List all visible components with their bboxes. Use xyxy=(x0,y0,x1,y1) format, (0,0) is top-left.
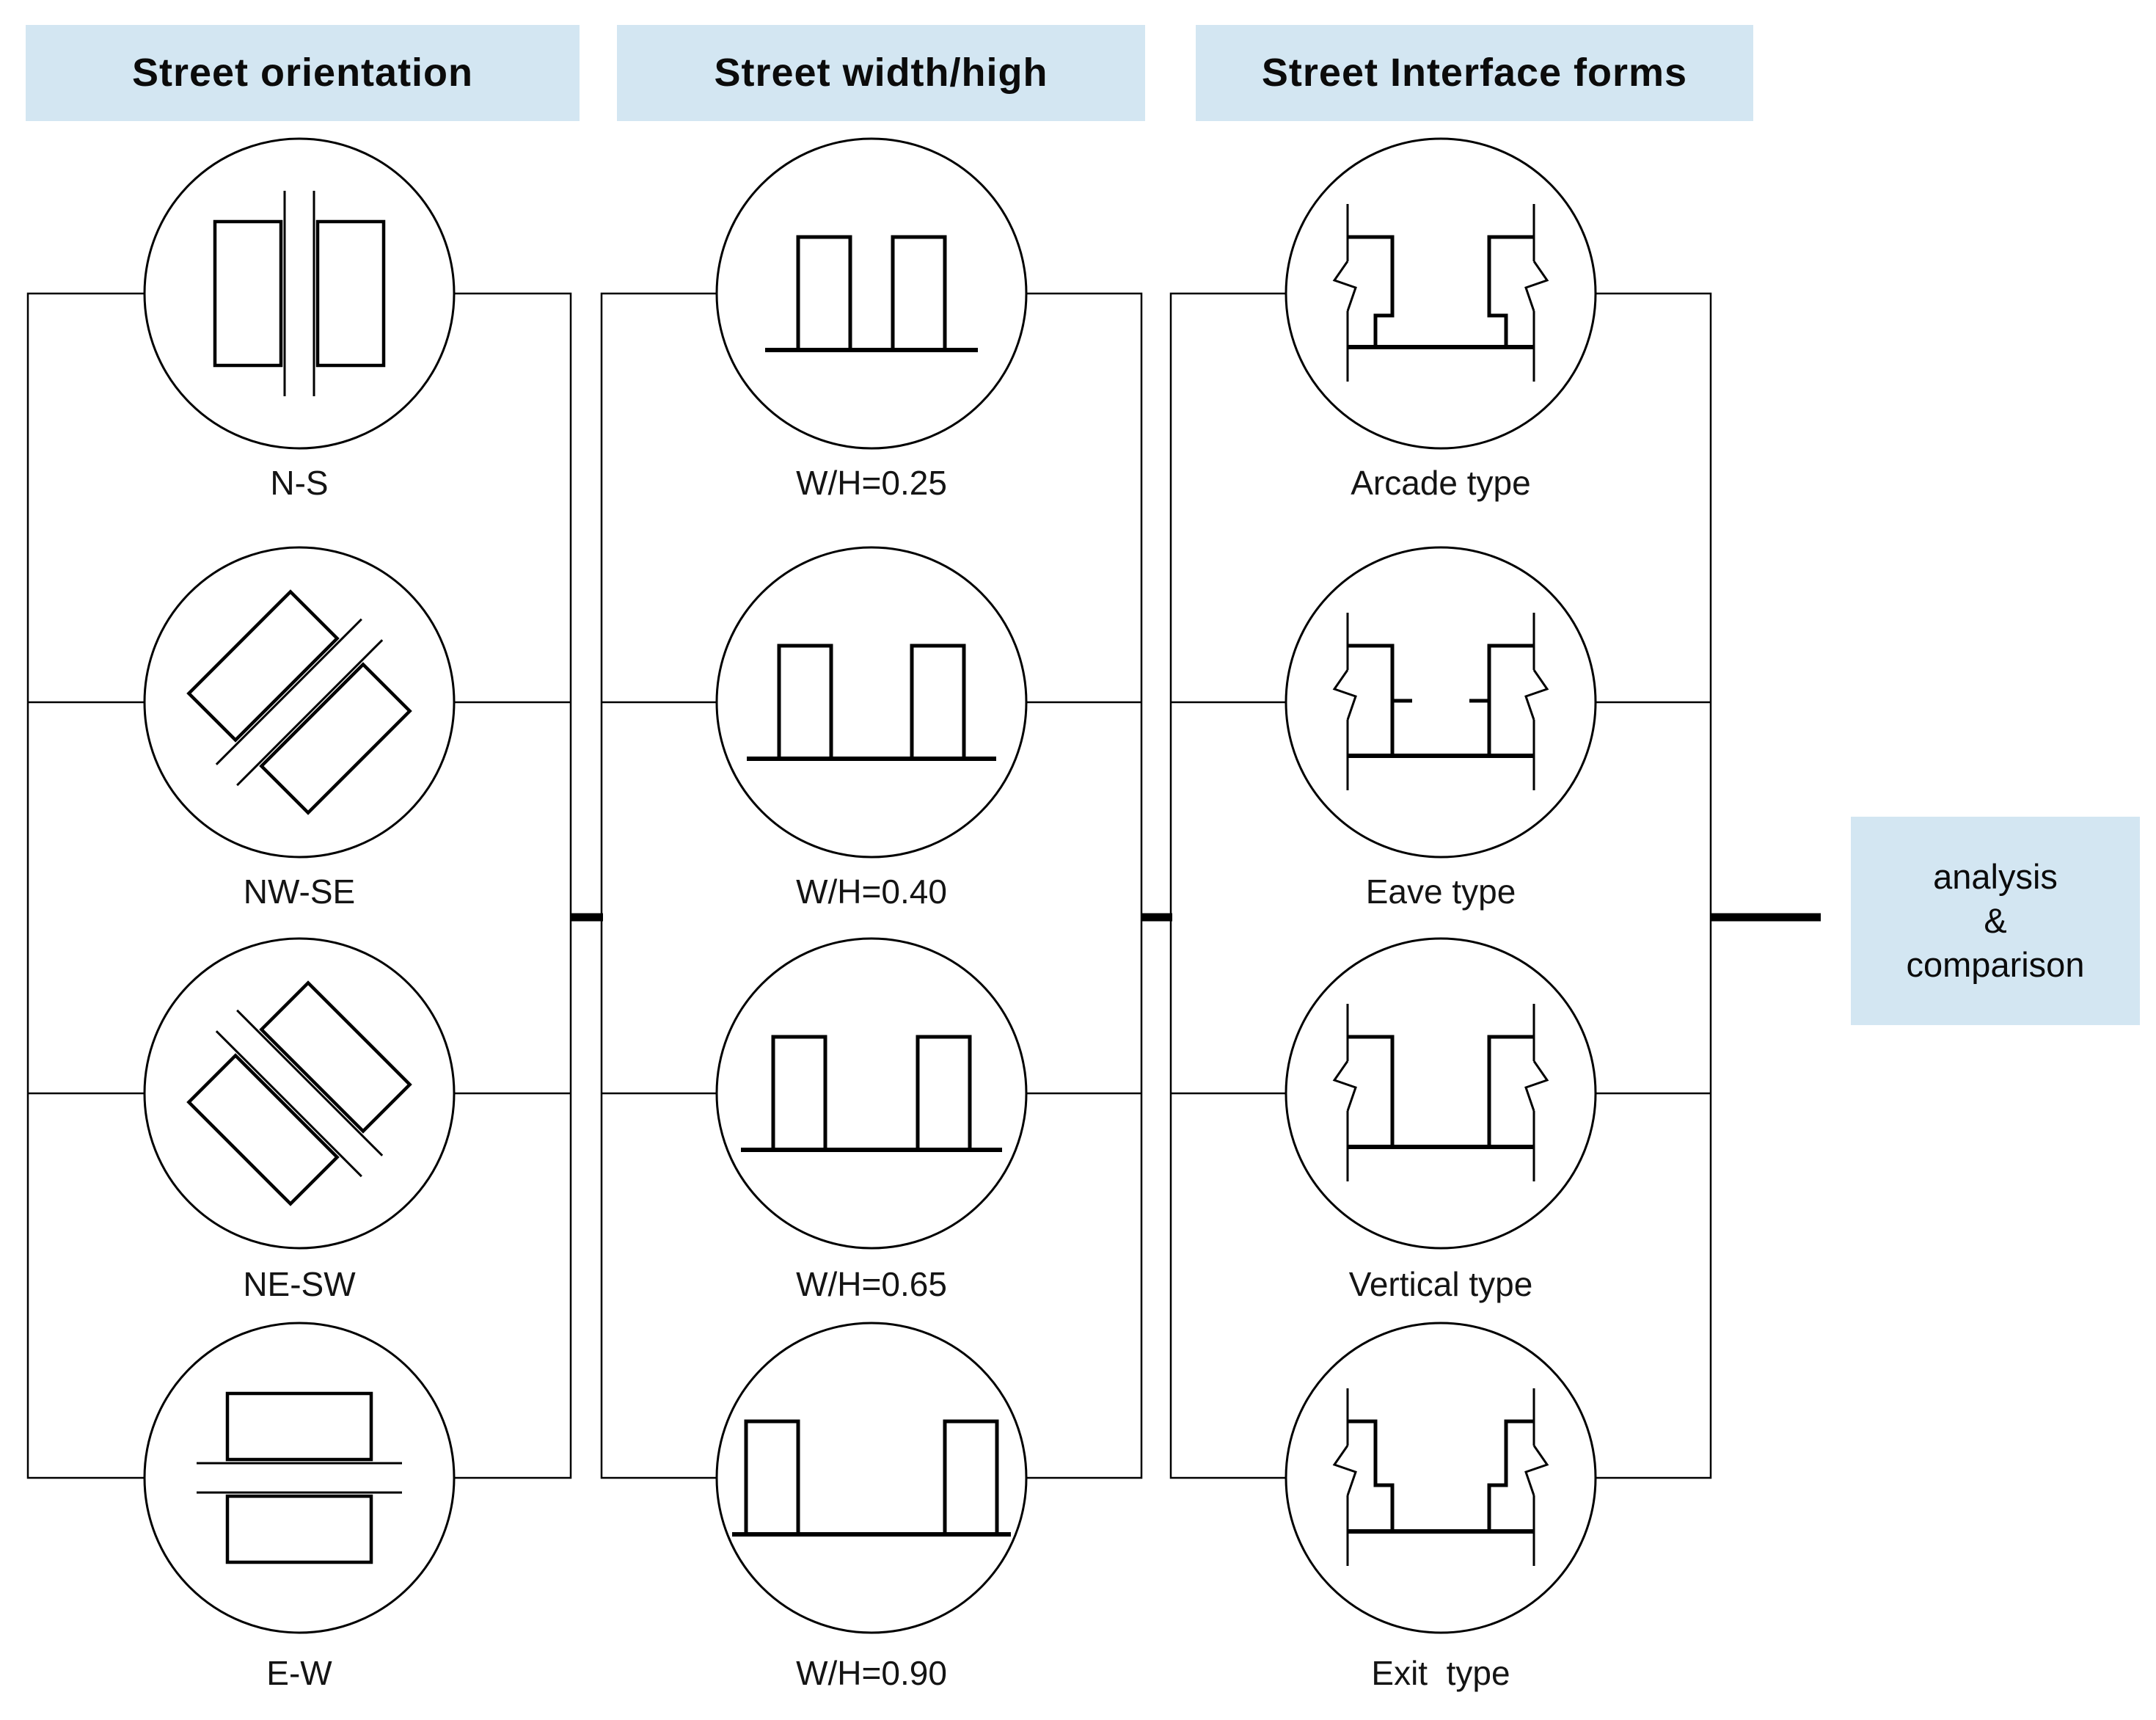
street-plan-ns-icon xyxy=(213,191,386,396)
label-interface-vertical: Vertical type xyxy=(1348,1265,1533,1303)
circle-ratio-040 xyxy=(715,546,1028,859)
circle-ratio-090 xyxy=(715,1322,1028,1634)
column-header-street-orientation: Street orientation xyxy=(26,25,580,121)
street-plan-ne-sw-icon xyxy=(186,980,412,1206)
circle-interface-arcade xyxy=(1285,137,1597,450)
column-header-street-width-high: Street width/high xyxy=(617,25,1145,121)
label-ratio-040: W/H=0.40 xyxy=(796,872,947,911)
section-wh-065-icon xyxy=(741,1035,1002,1152)
label-ratio-025: W/H=0.25 xyxy=(796,464,947,502)
exit-facade-icon xyxy=(1332,1388,1549,1566)
label-orientation-nw-se: NW-SE xyxy=(243,872,356,911)
label-ratio-065: W/H=0.65 xyxy=(796,1265,947,1303)
circle-orientation-ew xyxy=(143,1322,456,1634)
street-plan-ew-icon xyxy=(197,1391,402,1564)
circle-ratio-025 xyxy=(715,137,1028,450)
circle-interface-vertical xyxy=(1285,937,1597,1250)
result-line-ampersand: & xyxy=(1984,901,2007,940)
label-ratio-090: W/H=0.90 xyxy=(796,1654,947,1692)
section-wh-090-icon xyxy=(732,1419,1011,1537)
circle-orientation-nw-se xyxy=(143,546,456,859)
label-interface-arcade: Arcade type xyxy=(1351,464,1531,502)
column-header-street-interface-forms: Street Interface forms xyxy=(1196,25,1753,121)
label-interface-exit: Exit type xyxy=(1371,1654,1510,1692)
result-line-comparison: comparison xyxy=(1906,945,2085,984)
vertical-facade-icon xyxy=(1332,1004,1549,1181)
arcade-facade-icon xyxy=(1332,204,1549,382)
street-plan-nw-se-icon xyxy=(186,589,412,815)
circle-orientation-ns xyxy=(143,137,456,450)
analysis-comparison-box: analysis & comparison xyxy=(1851,817,2140,1025)
label-orientation-ew: E-W xyxy=(266,1654,332,1692)
circle-orientation-ne-sw xyxy=(143,937,456,1250)
section-wh-040-icon xyxy=(747,644,996,761)
circle-interface-eave xyxy=(1285,546,1597,859)
label-orientation-ns: N-S xyxy=(270,464,329,502)
result-line-analysis: analysis xyxy=(1933,857,2058,896)
eave-facade-icon xyxy=(1332,613,1549,790)
section-wh-025-icon xyxy=(765,235,978,352)
label-orientation-ne-sw: NE-SW xyxy=(243,1265,356,1303)
circle-interface-exit xyxy=(1285,1322,1597,1634)
circle-ratio-065 xyxy=(715,937,1028,1250)
label-interface-eave: Eave type xyxy=(1365,872,1516,911)
